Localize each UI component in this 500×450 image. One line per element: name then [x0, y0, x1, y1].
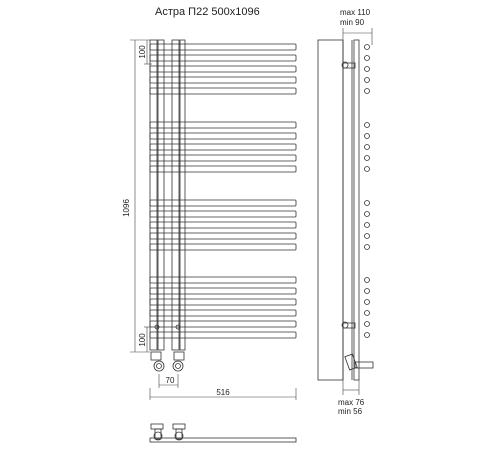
dim-width-total: 516 [216, 388, 230, 397]
side-tube-end [364, 332, 370, 338]
side-tube-end [364, 66, 370, 72]
dim-top-spacing: 100 [138, 45, 147, 59]
valve-left [150, 351, 165, 372]
front-tube [149, 287, 297, 295]
front-tube [149, 143, 297, 151]
bracket-top [341, 61, 356, 69]
dim-depth-max: max 110 [340, 8, 371, 17]
bottom-bar [149, 437, 297, 443]
front-tube [149, 76, 297, 84]
side-tube-end [364, 233, 370, 239]
side-tube-end [364, 321, 370, 327]
side-tube-end [364, 222, 370, 228]
side-tube-end [364, 88, 370, 94]
front-tube [149, 154, 297, 162]
side-tube-end [364, 310, 370, 316]
dim-height-total: 1096 [122, 199, 131, 217]
right-collector [171, 39, 180, 351]
valve-right [172, 351, 185, 372]
dim-bottom-spacing: 100 [138, 333, 147, 347]
side-tube-end [364, 244, 370, 250]
front-tube [149, 54, 297, 62]
dim-mount-min: min 56 [338, 407, 363, 416]
front-tube [149, 87, 297, 95]
side-tube-end [364, 77, 370, 83]
side-view [317, 39, 374, 381]
side-tube-end [364, 200, 370, 206]
side-tube-end [364, 133, 370, 139]
side-tube-end [364, 211, 370, 217]
right-collector-inner [179, 39, 186, 351]
front-tube [149, 309, 297, 317]
side-tube-end [364, 155, 370, 161]
bottom-hole-left [154, 324, 160, 330]
side-collector [353, 39, 360, 381]
front-tube [149, 243, 297, 251]
front-tube [149, 331, 297, 339]
side-body [317, 39, 344, 381]
bottom-valve-left [150, 423, 164, 441]
side-tube-end [364, 122, 370, 128]
dim-depth-min: min 90 [340, 18, 365, 27]
bottom-hole-right [175, 324, 181, 330]
drawing-title: Астра П22 500х1096 [155, 6, 260, 18]
front-tube [149, 232, 297, 240]
front-tube [149, 221, 297, 229]
front-tube [149, 210, 297, 218]
side-tube-end [364, 288, 370, 294]
side-tube-end [364, 166, 370, 172]
front-tube [149, 276, 297, 284]
side-dimensions [342, 28, 373, 395]
side-tube-end [364, 55, 370, 61]
front-tube [149, 199, 297, 207]
dim-mount-max: max 76 [338, 398, 365, 407]
side-tube-end [364, 144, 370, 150]
front-tube [149, 320, 297, 328]
front-tube [149, 132, 297, 140]
dim-connection-spacing: 70 [166, 376, 175, 385]
front-dimensions [130, 39, 297, 400]
front-tubes [149, 43, 297, 339]
left-collector [149, 39, 158, 351]
bottom-valve-right [172, 423, 186, 441]
side-tubes [364, 44, 370, 338]
side-tube-end [364, 44, 370, 50]
side-tube-end [364, 299, 370, 305]
side-tube-end [364, 277, 370, 283]
bracket-bottom [341, 321, 356, 329]
front-tube [149, 43, 297, 51]
left-collector-inner [157, 39, 165, 351]
front-tube [149, 165, 297, 173]
side-valve [344, 353, 374, 371]
front-view [149, 39, 297, 372]
front-tube [149, 298, 297, 306]
front-tube [149, 65, 297, 73]
front-tube [149, 121, 297, 129]
bottom-view [149, 423, 297, 443]
